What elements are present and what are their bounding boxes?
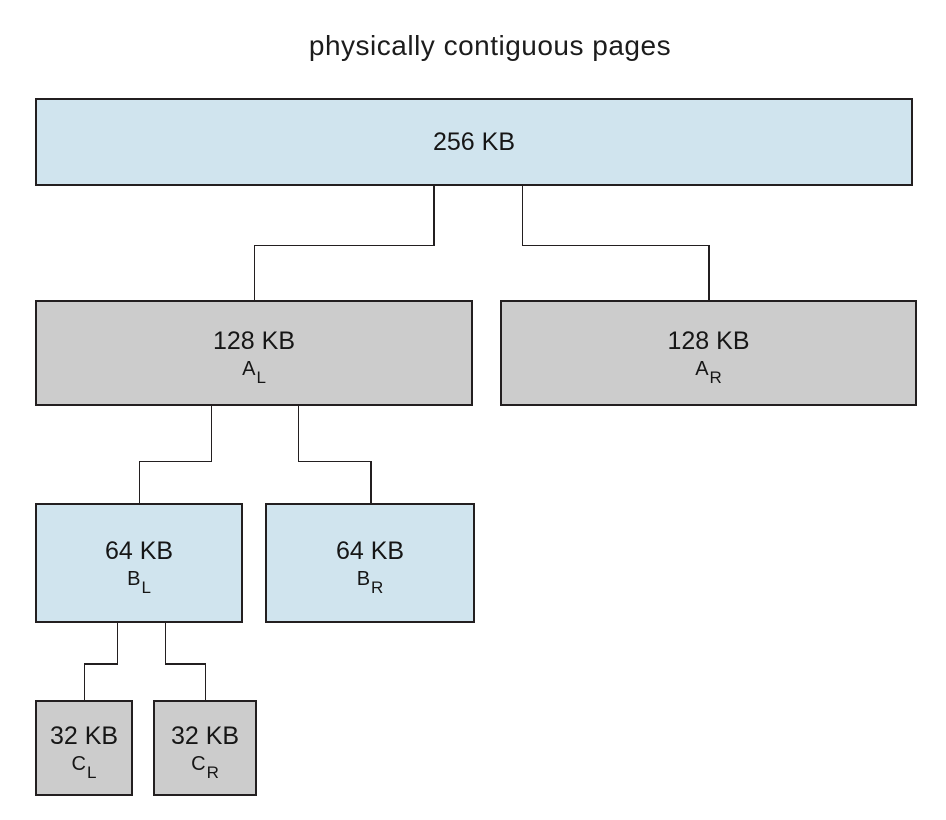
- block-64kb-bl-size: 64 KB: [104, 536, 174, 565]
- block-32kb-cr-size: 32 KB: [170, 721, 240, 750]
- block-64kb-br-id: BR: [356, 568, 384, 596]
- connector-bl-cr-horizontal: [164, 663, 206, 665]
- block-letter-subscript: L: [256, 368, 266, 388]
- block-letter: B: [356, 568, 371, 591]
- block-32kb-cl-id: CL: [71, 753, 97, 781]
- block-letter-subscript: L: [141, 578, 151, 598]
- connector-bl-cr-down: [204, 663, 206, 701]
- connector-al-bl-horizontal: [138, 460, 212, 462]
- block-letter-subscript: R: [371, 578, 384, 598]
- connector-al-left-drop: [210, 405, 212, 462]
- block-64kb-br: 64 KB BR: [265, 503, 475, 623]
- block-256kb: 256 KB: [35, 98, 913, 186]
- connector-bl-cl-horizontal: [83, 663, 118, 665]
- block-32kb-cr: 32 KB CR: [153, 700, 257, 796]
- block-64kb-bl: 64 KB BL: [35, 503, 243, 623]
- block-letter-subscript: R: [709, 368, 722, 388]
- block-letter: C: [191, 753, 206, 776]
- block-letter: A: [242, 358, 256, 381]
- diagram-title: physically contiguous pages: [308, 30, 672, 61]
- connector-root-al-down: [253, 244, 255, 302]
- connector-root-al-horizontal: [253, 244, 435, 246]
- connector-al-bl-down: [138, 460, 140, 505]
- block-128kb-ar: 128 KB AR: [500, 300, 917, 406]
- block-256kb-size: 256 KB: [432, 127, 515, 156]
- block-128kb-al-size: 128 KB: [212, 326, 295, 355]
- connector-bl-left-drop: [116, 623, 118, 665]
- connector-root-left-drop: [433, 185, 435, 246]
- block-letter-subscript: L: [86, 763, 97, 783]
- connector-al-br-down: [370, 460, 372, 505]
- block-letter: B: [127, 568, 141, 591]
- block-128kb-ar-id: AR: [695, 358, 722, 386]
- connector-bl-right-drop: [164, 623, 166, 665]
- block-128kb-ar-size: 128 KB: [667, 326, 750, 355]
- block-32kb-cl: 32 KB CL: [35, 700, 133, 796]
- block-128kb-al-id: AL: [242, 358, 266, 386]
- block-32kb-cl-size: 32 KB: [49, 721, 119, 750]
- connector-al-right-drop: [297, 405, 299, 462]
- connector-root-ar-down: [708, 244, 710, 302]
- block-letter-subscript: R: [206, 763, 219, 783]
- block-letter: C: [71, 753, 86, 776]
- block-32kb-cr-id: CR: [191, 753, 219, 781]
- block-128kb-al: 128 KB AL: [35, 300, 473, 406]
- connector-al-br-horizontal: [297, 460, 372, 462]
- block-letter: A: [695, 358, 709, 381]
- connector-root-ar-horizontal: [521, 244, 710, 246]
- connector-root-right-drop: [521, 185, 523, 246]
- connector-bl-cl-down: [83, 663, 85, 701]
- block-64kb-bl-id: BL: [127, 568, 151, 596]
- block-64kb-br-size: 64 KB: [335, 536, 405, 565]
